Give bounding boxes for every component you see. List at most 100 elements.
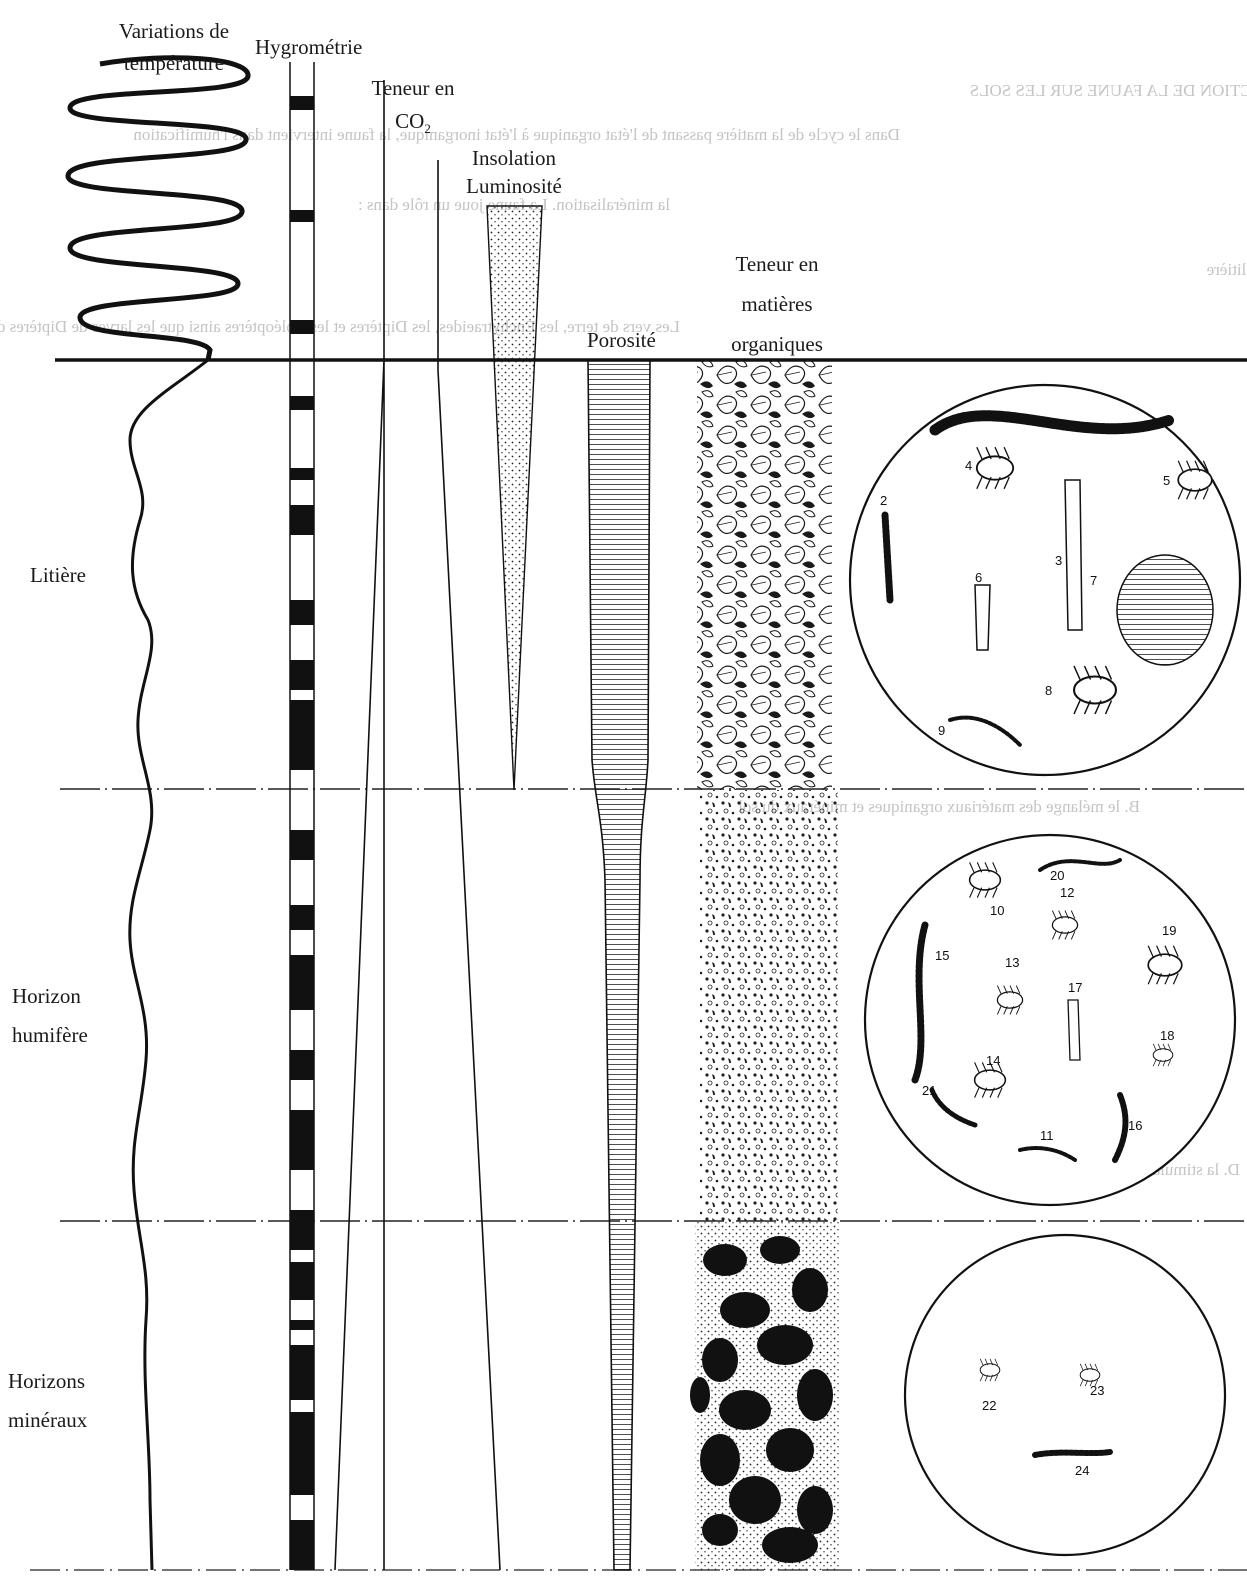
hygrometry-dark-segment xyxy=(290,1210,314,1250)
mineral-pebble xyxy=(700,1434,740,1486)
mineral-pebble xyxy=(729,1476,781,1524)
organism-number-21: 21 xyxy=(922,1083,936,1098)
mite-14-body xyxy=(975,1070,1006,1090)
hygrometry-dark-segment xyxy=(290,740,314,770)
insolation-label: Insolation Luminosité xyxy=(455,144,573,201)
proturan-24 xyxy=(1035,1452,1110,1455)
co2-formula-base: CO xyxy=(395,109,424,133)
bleed-through-text: Les vers de terre, les Enchytraeides, le… xyxy=(0,317,680,336)
organism-number-7: 7 xyxy=(1090,573,1097,588)
organic-matter-label-line3: organiques xyxy=(731,332,823,356)
mineral-pebble xyxy=(702,1338,738,1382)
hygrometry-label: Hygrométrie xyxy=(255,37,362,58)
larva-3 xyxy=(1065,480,1082,630)
hygrometry-dark-segment xyxy=(290,955,314,1010)
centipede-2 xyxy=(885,515,890,600)
temperature-label-line1: Variations de xyxy=(119,19,229,43)
mineral-pebble xyxy=(720,1292,770,1328)
bleed-through-text: A. la fragmentation de la litière xyxy=(1207,260,1247,279)
hygrometry-dark-segment xyxy=(290,1412,314,1495)
horizon-humus-label-line2: humifère xyxy=(12,1023,88,1047)
mineral-fauna-circle xyxy=(905,1235,1225,1555)
organism-number-2: 2 xyxy=(880,493,887,508)
organism-number-18: 18 xyxy=(1160,1028,1174,1043)
beetle-12-body xyxy=(1052,917,1077,933)
hygrometry-dark-segment xyxy=(290,505,314,535)
organism-number-11: 11 xyxy=(1040,1128,1054,1143)
hygrometry-dark-segment xyxy=(290,1050,314,1080)
mineral-pebble xyxy=(797,1369,833,1421)
mineral-pebble xyxy=(760,1236,800,1264)
co2-label-line1: Teneur en xyxy=(371,76,454,100)
hygrometry-dark-segment xyxy=(290,1262,314,1300)
hygrometry-dark-segment xyxy=(290,468,314,480)
mineral-pebble xyxy=(762,1527,818,1563)
organism-number-13: 13 xyxy=(1005,955,1019,970)
organism-number-1: 1 xyxy=(1078,420,1085,435)
insolation-wedge xyxy=(487,206,542,790)
insolation-label-line2: Luminosité xyxy=(466,174,562,198)
mineral-pebble xyxy=(757,1325,813,1365)
bleed-through-text: I.2. ACTION DE LA FAUNE SUR LES SOLS xyxy=(970,81,1247,100)
springtail-17 xyxy=(1068,1000,1080,1060)
temperature-label: Variations de température xyxy=(100,16,248,79)
organism-number-3: 3 xyxy=(1055,553,1062,568)
organism-number-6: 6 xyxy=(975,570,982,585)
organic-matter-label-line1: Teneur en xyxy=(735,252,818,276)
organic-matter-label: Teneur en matières organiques xyxy=(712,245,842,365)
porosity-column xyxy=(588,360,650,1570)
hygrometry-dark-segment xyxy=(290,660,314,690)
temperature-curve-soil xyxy=(130,360,208,1570)
organism-number-4: 4 xyxy=(965,458,972,473)
co2-label: Teneur en CO2 xyxy=(363,72,463,139)
porosity-label: Porosité xyxy=(587,330,656,351)
mineral-pebble xyxy=(792,1268,828,1312)
organism-number-12: 12 xyxy=(1060,885,1074,900)
mite-18-body xyxy=(1153,1049,1173,1062)
hygrometry-dark-segment xyxy=(290,1345,314,1400)
mite-4-body xyxy=(977,456,1013,479)
hygrometry-dark-segment xyxy=(290,1320,314,1330)
horizon-mineral-label-line2: minéraux xyxy=(8,1408,87,1432)
organism-number-23: 23 xyxy=(1090,1383,1104,1398)
mite-5-body xyxy=(1178,469,1212,491)
hygrometry-dark-segment xyxy=(290,320,314,334)
hygrometry-dark-segment xyxy=(290,1520,314,1570)
woodlouse-7 xyxy=(1117,555,1213,665)
organism-number-22: 22 xyxy=(982,1398,996,1413)
mineral-pebble xyxy=(703,1244,747,1276)
organism-number-14: 14 xyxy=(986,1053,1000,1068)
horizon-humus-label-line1: Horizon xyxy=(12,984,81,1008)
organism-number-10: 10 xyxy=(990,903,1004,918)
organism-number-19: 19 xyxy=(1162,923,1176,938)
co2-formula-subscript: 2 xyxy=(424,121,431,136)
mineral-pebble xyxy=(702,1514,738,1546)
mineral-pebble xyxy=(766,1428,814,1472)
hygrometry-dark-segment xyxy=(290,210,314,222)
horizon-mineral-label: Horizons minéraux xyxy=(8,1362,87,1440)
horizon-litter-label: Litière xyxy=(30,565,86,586)
horizon-humus-label: Horizon humifère xyxy=(12,977,88,1055)
organism-number-16: 16 xyxy=(1128,1118,1142,1133)
hygrometry-dark-segment xyxy=(290,700,314,740)
organism-number-9: 9 xyxy=(938,723,945,738)
organism-number-20: 20 xyxy=(1050,868,1064,883)
hygrometry-dark-segment xyxy=(290,600,314,625)
temperature-curve-air xyxy=(68,58,248,360)
temperature-label-line2: température xyxy=(124,51,224,75)
insect-10-body xyxy=(970,870,1001,890)
organic-matter-label-line2: matières xyxy=(741,292,812,316)
springtail-6 xyxy=(975,585,990,650)
organism-number-17: 17 xyxy=(1068,980,1082,995)
organism-number-8: 8 xyxy=(1045,683,1052,698)
organism-number-15: 15 xyxy=(935,948,949,963)
mineral-pebble xyxy=(719,1390,771,1430)
hygrometry-dark-segment xyxy=(290,96,314,110)
co2-wedge xyxy=(335,80,384,1570)
organic-litter-band xyxy=(697,360,832,790)
mineral-pebble xyxy=(797,1486,833,1534)
hygrometry-dark-segment xyxy=(290,905,314,930)
spider-8-body xyxy=(1074,677,1116,704)
co2-formula: CO2 xyxy=(395,109,431,133)
